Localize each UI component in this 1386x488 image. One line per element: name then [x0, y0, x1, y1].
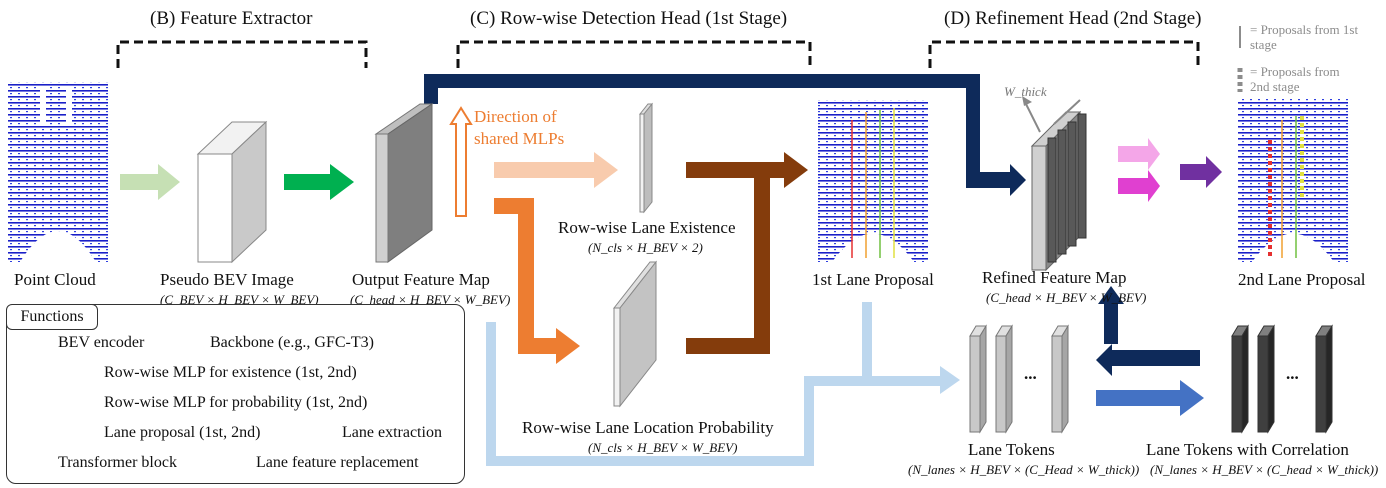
existence-block — [638, 102, 654, 214]
location-probability-block — [612, 260, 658, 408]
label-lane-existence-dim: (N_cls × H_BEV × 2) — [588, 240, 703, 255]
label-second-proposal: 2nd Lane Proposal — [1238, 270, 1366, 289]
label-output-feature-map: Output Feature Map — [352, 270, 490, 289]
functions-legend-title: Functions — [6, 304, 98, 330]
refined-feature-map-block — [1022, 96, 1087, 272]
lane-proposal-2-arrow — [1180, 156, 1222, 188]
direction-arrow — [449, 106, 473, 217]
probability-mlp-2-arrow — [1118, 170, 1160, 202]
legend-feature-replacement: Lane feature replacement — [256, 454, 419, 471]
proposal-legend-first: = Proposals from 1st stage — [1250, 22, 1359, 52]
legend-lane-proposal: Lane proposal (1st, 2nd) — [104, 424, 261, 441]
label-lane-tokens-dim: (N_lanes × H_BEV × (C_Head × W_thick)) — [908, 462, 1140, 477]
label-lane-existence: Row-wise Lane Existence — [558, 218, 736, 237]
label-direction-1: Direction of — [474, 107, 557, 126]
point-cloud-image — [8, 82, 108, 262]
section-detection-head: (C) Row-wise Detection Head (1st Stage) — [470, 8, 788, 29]
backbone-arrow — [284, 164, 354, 200]
lane-proposal-arrow-1 — [686, 152, 808, 354]
existence-mlp-2-arrow — [1118, 138, 1160, 170]
legend-mlp-probability: Row-wise MLP for probability (1st, 2nd) — [104, 394, 368, 411]
section-feature-extractor: (B) Feature Extractor — [150, 8, 313, 29]
label-refined-feature-map: Refined Feature Map — [982, 268, 1127, 287]
second-proposal-image — [1238, 98, 1348, 262]
transformer-arrow — [1096, 380, 1204, 416]
label-lane-tokens: Lane Tokens — [968, 440, 1055, 459]
label-w-thick: W_thick — [1004, 84, 1047, 99]
lane-extraction-path — [486, 302, 960, 466]
label-output-feature-map-dim: (C_head × H_BEV × W_BEV) — [350, 292, 511, 307]
first-proposal-image — [818, 100, 928, 262]
label-first-proposal: 1st Lane Proposal — [812, 270, 934, 289]
legend-mlp-existence: Row-wise MLP for existence (1st, 2nd) — [104, 364, 357, 381]
ellipsis-lane-tokens: ... — [1024, 364, 1037, 383]
bracket-detection-head — [456, 40, 812, 68]
label-lane-tokens-corr-dim: (N_lanes × H_BEV × (C_head × W_thick)) — [1150, 462, 1379, 477]
legend-bev-encoder: BEV encoder — [58, 334, 145, 351]
functions-legend — [6, 304, 465, 484]
label-refined-feature-map-dim: (C_head × H_BEV × W_BEV) — [986, 290, 1147, 305]
label-lane-tokens-corr: Lane Tokens with Correlation — [1146, 440, 1349, 459]
replacement-return-arrow — [1096, 344, 1200, 376]
replacement-path — [424, 74, 1026, 196]
label-lane-location-dim: (N_cls × H_BEV × W_BEV) — [588, 440, 738, 455]
label-pseudo-bev: Pseudo BEV Image — [160, 270, 294, 289]
bracket-feature-extractor — [116, 40, 368, 68]
bev-encoder-arrow — [120, 164, 180, 200]
legend-backbone: Backbone (e.g., GFC-T3) — [210, 334, 374, 351]
ellipsis-lane-tokens-corr: ... — [1286, 364, 1299, 383]
bracket-refinement-head — [928, 40, 1200, 68]
existence-mlp-arrow — [494, 152, 618, 188]
label-lane-location: Row-wise Lane Location Probability — [522, 418, 774, 437]
replacement-return-stem — [1104, 300, 1118, 344]
label-point-cloud: Point Cloud — [14, 270, 96, 289]
output-feature-map-block — [374, 103, 434, 263]
probability-mlp-arrow — [494, 198, 580, 364]
replacement-return-head — [1098, 286, 1124, 304]
lane-tokens-corr-block — [1231, 324, 1333, 434]
section-refinement-head: (D) Refinement Head (2nd Stage) — [944, 8, 1202, 29]
lane-tokens-block — [969, 324, 1069, 434]
label-direction-2: shared MLPs — [474, 129, 565, 148]
legend-lane-extraction: Lane extraction — [342, 424, 442, 441]
pseudo-bev-block — [196, 120, 268, 264]
label-pseudo-bev-dim: (C_BEV × H_BEV × W_BEV) — [160, 292, 319, 307]
legend-transformer: Transformer block — [58, 454, 177, 471]
proposal-legend-second: = Proposals from 2nd stage — [1250, 64, 1340, 94]
